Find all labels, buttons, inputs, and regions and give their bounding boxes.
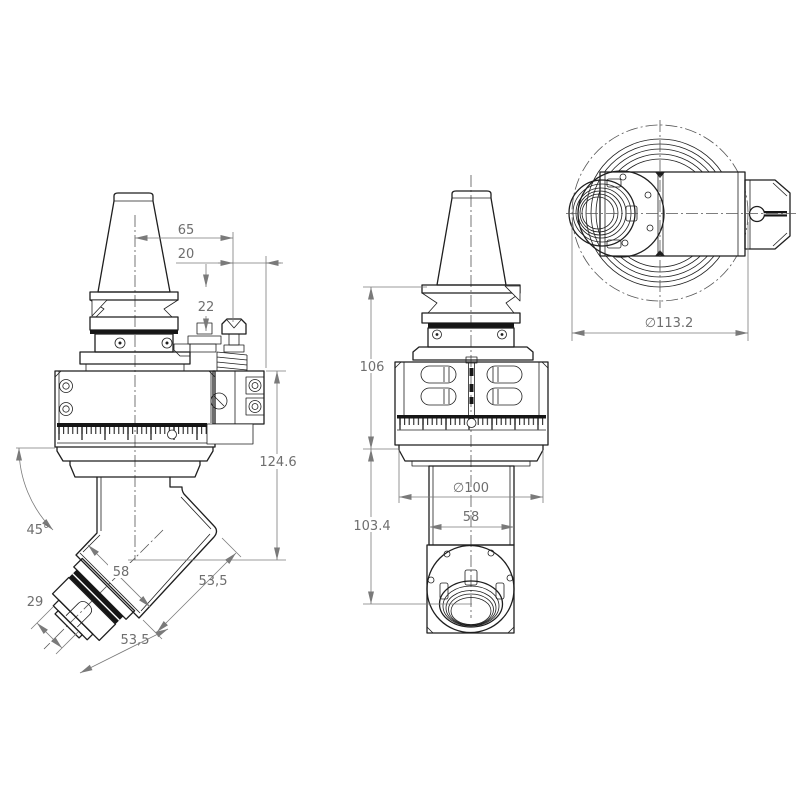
top-head-flange <box>568 170 665 258</box>
front-flange-screw-left <box>114 337 126 349</box>
side-drive-notch <box>504 285 521 302</box>
front-dim-29: 29 <box>27 595 79 655</box>
side-main-body <box>394 356 549 446</box>
side-view: 106 103.4 ∅100 58 <box>351 175 549 634</box>
front-body-screw-1 <box>59 379 73 393</box>
side-neck-body <box>428 465 515 546</box>
front-flange <box>79 291 191 372</box>
front-dial-scale <box>57 423 207 444</box>
top-housing <box>599 171 746 257</box>
dim-text-106: 106 <box>360 360 385 375</box>
side-body-slots <box>420 365 523 406</box>
front-block-screw-1 <box>248 379 262 392</box>
side-dim-103-4: 103.4 <box>351 449 472 605</box>
dim-text-20: 20 <box>178 247 195 262</box>
front-stop-bolt <box>221 318 247 353</box>
top-stop-bolt <box>748 205 766 223</box>
side-dim-106: 106 <box>355 286 427 450</box>
dim-text-29: 29 <box>27 595 44 610</box>
side-dial-scale <box>397 415 546 431</box>
dim-text-45deg: 45° <box>26 523 49 538</box>
side-dim-58: 58 <box>429 510 514 530</box>
side-dim-dia100: ∅100 <box>398 450 544 503</box>
side-nut-dog-right <box>495 582 505 600</box>
top-collet-nut <box>568 179 636 247</box>
top-dim-dia113-2: ∅113.2 <box>571 222 749 341</box>
front-spindle-axis-centerline <box>43 529 164 650</box>
side-flange-screw-right <box>497 329 507 340</box>
side-flange-oring <box>428 323 514 328</box>
front-dial-index <box>167 429 177 440</box>
side-nut-dog-left <box>439 582 449 600</box>
top-swing-circle <box>571 124 749 302</box>
front-dim-53-5-lower: 53,5 <box>79 628 169 674</box>
front-dim-22: 22 <box>198 264 215 331</box>
dim-text-53-5-lower: 53,5 <box>121 633 150 648</box>
front-flange-oring <box>90 330 178 334</box>
dim-text-58-front: 58 <box>113 565 130 580</box>
front-block-screw-2 <box>248 400 262 413</box>
front-slotted-screw <box>210 392 228 410</box>
side-dial-index <box>466 418 477 428</box>
front-drive-notch <box>91 299 108 317</box>
front-main-body <box>54 370 216 448</box>
dim-text-103-4: 103.4 <box>353 519 390 534</box>
front-body-screw-2 <box>59 402 73 416</box>
side-head <box>426 544 515 634</box>
front-dim-20: 20 <box>176 247 283 368</box>
side-flange-screw-left <box>432 329 442 340</box>
front-dim-45deg: 45° <box>16 447 55 538</box>
front-clamp-rings <box>56 446 214 478</box>
side-taper-shank <box>436 190 507 286</box>
side-vernier-column <box>465 356 478 415</box>
front-taper-shank <box>97 192 171 293</box>
dim-text-124-6: 124.6 <box>259 455 296 470</box>
front-dim-124-6: 124.6 <box>128 370 297 561</box>
front-dim-53-5-upper: 53,5 <box>142 537 242 640</box>
side-flange <box>412 284 534 361</box>
dim-text-65: 65 <box>178 223 195 238</box>
top-nut-dog-bottom <box>606 239 622 249</box>
dim-text-53-5-upper: 53,5 <box>199 574 228 589</box>
top-nut-dog-top <box>606 178 622 188</box>
front-clamp-piece <box>173 322 222 357</box>
front-dim-58: 58 <box>87 544 151 608</box>
dim-text-dia113-2: ∅113.2 <box>645 316 694 331</box>
side-nut-lug-top <box>464 569 478 586</box>
front-dim-65: 65 <box>135 223 234 322</box>
side-head-flange-circle <box>426 544 515 634</box>
top-view: ∅113.2 <box>566 120 796 341</box>
top-stop-block <box>744 179 791 250</box>
dim-text-58-side: 58 <box>463 510 480 525</box>
dim-text-22: 22 <box>198 300 215 315</box>
front-flange-screw-right <box>161 337 173 349</box>
dim-text-dia100: ∅100 <box>453 481 489 496</box>
front-stop-spring <box>216 351 248 371</box>
front-view: 65 20 22 124.6 45° 58 <box>16 192 297 674</box>
